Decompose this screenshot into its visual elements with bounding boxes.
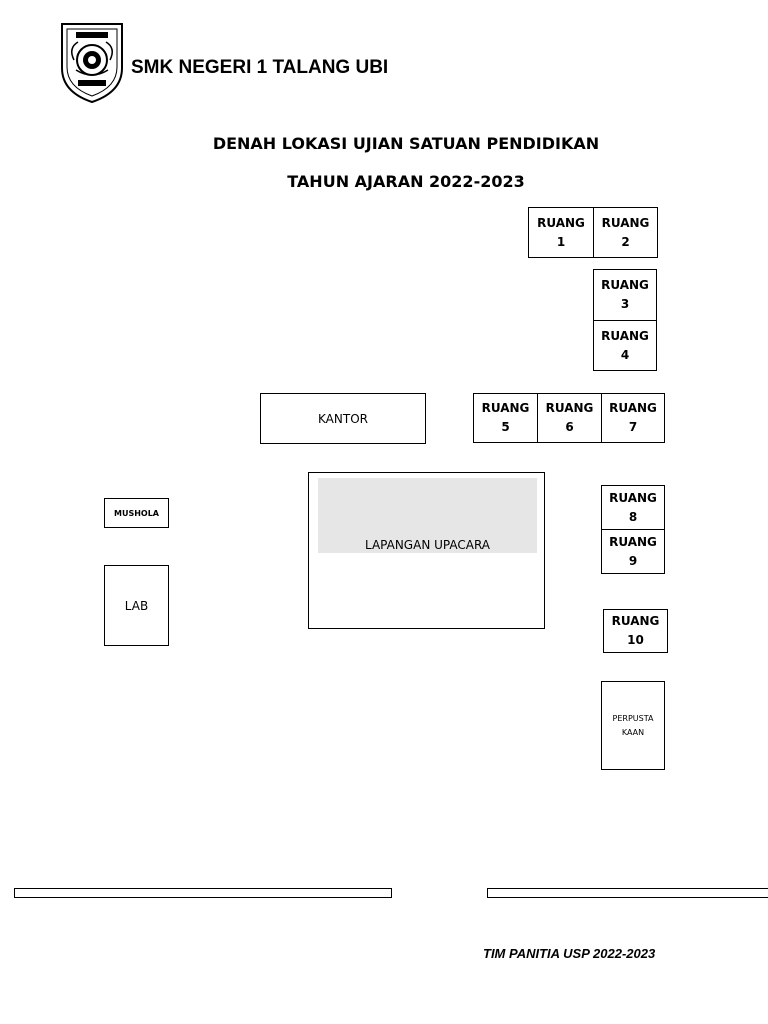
- page-title: DENAH LOKASI UJIAN SATUAN PENDIDIKAN: [212, 134, 600, 153]
- ruang-10-label: RUANG: [611, 614, 660, 628]
- ruang-8: RUANG 8: [601, 485, 665, 530]
- ruang-5-number: 5: [501, 420, 510, 434]
- ruang-10-number: 10: [627, 633, 644, 647]
- ruang-2-number: 2: [621, 234, 630, 249]
- ruang-3-label: RUANG: [601, 278, 649, 292]
- ruang-1: RUANG 1: [528, 207, 594, 258]
- ruang-3-number: 3: [620, 297, 630, 311]
- lapangan-field-area: [318, 478, 537, 553]
- ruang-3: RUANG 3: [593, 269, 657, 321]
- ruang-9: RUANG 9: [601, 529, 665, 574]
- ruang-4-number: 4: [620, 347, 630, 362]
- school-logo: [58, 18, 126, 104]
- mushola-building: MUSHOLA: [104, 498, 169, 528]
- ruang-7-label: RUANG: [609, 401, 657, 415]
- ruang-1-label: RUANG: [537, 215, 585, 230]
- kantor-building: KANTOR: [260, 393, 426, 444]
- ruang-9-number: 9: [628, 553, 638, 568]
- school-name: SMK NEGERI 1 TALANG UBI: [131, 57, 389, 78]
- mushola-label: MUSHOLA: [113, 508, 159, 518]
- ruang-5-label: RUANG: [481, 401, 530, 415]
- lapangan-label: LAPANGAN UPACARA: [364, 538, 491, 552]
- kantor-label: KANTOR: [318, 411, 368, 426]
- ruang-6: RUANG 6: [537, 393, 602, 443]
- ruang-2: RUANG 2: [593, 207, 658, 258]
- ruang-9-label: RUANG: [609, 534, 657, 549]
- lab-building: LAB: [104, 565, 169, 646]
- ruang-2-label: RUANG: [601, 215, 650, 230]
- signature-line-left: [14, 888, 392, 898]
- lab-label: LAB: [124, 598, 149, 613]
- panitia-text: TIM PANITIA USP 2022-2023: [483, 946, 656, 961]
- page-subtitle: TAHUN AJARAN 2022-2023: [287, 172, 525, 191]
- ruang-4: RUANG 4: [593, 320, 657, 371]
- perpustakaan-label-line2: KAAN: [621, 727, 645, 737]
- perpustakaan-label-line1: PERPUSTA: [612, 713, 654, 723]
- signature-line-right: [487, 888, 768, 898]
- ruang-5: RUANG 5: [473, 393, 538, 443]
- perpustakaan-building: PERPUSTA KAAN: [601, 681, 665, 770]
- ruang-7: RUANG 7: [601, 393, 665, 443]
- ruang-8-label: RUANG: [609, 490, 657, 505]
- ruang-10: RUANG 10: [603, 609, 668, 653]
- ruang-6-number: 6: [565, 420, 574, 434]
- school-emblem-shield-icon: [61, 23, 123, 104]
- lapangan-upacara: LAPANGAN UPACARA: [308, 472, 545, 629]
- ruang-1-number: 1: [556, 234, 566, 249]
- ruang-4-label: RUANG: [601, 328, 649, 343]
- ruang-8-number: 8: [628, 509, 638, 524]
- ruang-6-label: RUANG: [545, 401, 594, 415]
- ruang-7-number: 7: [628, 420, 638, 434]
